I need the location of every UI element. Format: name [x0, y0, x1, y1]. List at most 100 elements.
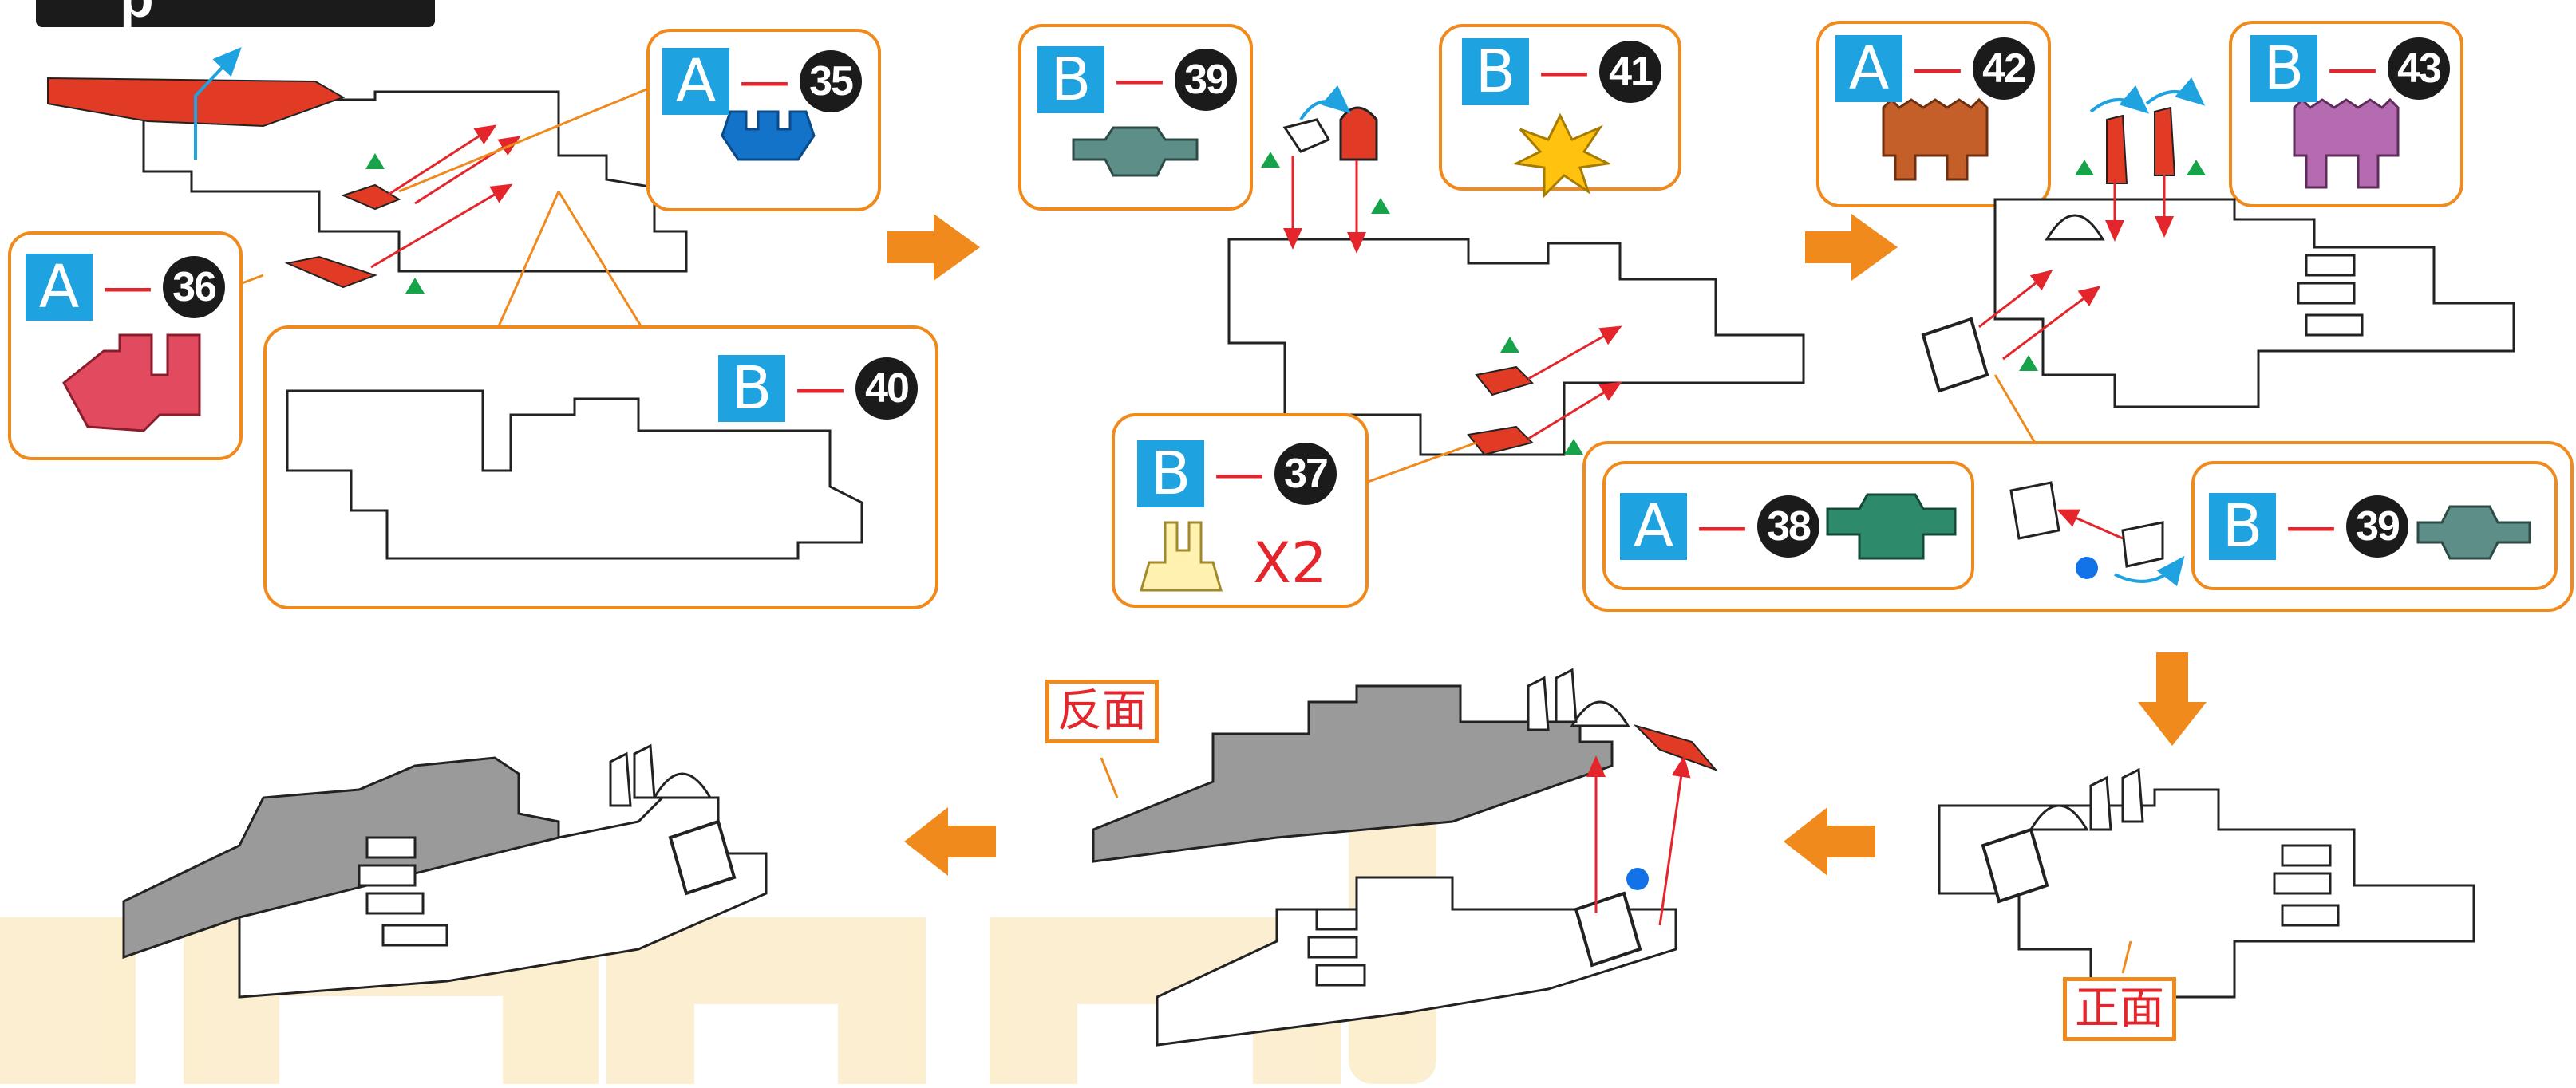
radar-mount [1981, 827, 2049, 904]
masts-icon [609, 743, 656, 807]
part-43-icon [2293, 97, 2400, 189]
rotate-arrow [2089, 85, 2150, 114]
guide-arrow [2002, 286, 2101, 361]
step-arrow-left [1784, 807, 1875, 876]
ship-hull-outline [1938, 788, 2475, 999]
dash: — [739, 52, 790, 111]
part-43-placed [2154, 106, 2176, 176]
step-arrow-right [887, 214, 980, 281]
callout-label-41: B — 41 [1462, 38, 1661, 105]
callout-label-42: A — 42 [1835, 35, 2035, 102]
number-badge: 39 [2346, 495, 2408, 558]
masts-icon [2089, 767, 2144, 831]
number-badge: 38 [1757, 495, 1819, 558]
panel-6 [122, 743, 768, 999]
part-39-placed [1282, 118, 1331, 153]
part-35-blue-icon [721, 110, 816, 161]
dot-marker [2076, 557, 2098, 579]
callout-label-35: A — 35 [662, 48, 862, 115]
dash: — [795, 359, 846, 418]
rotate-arrow [2145, 77, 2206, 106]
part-41-star-icon [1512, 112, 1612, 199]
ship-hull-outline [1993, 198, 2515, 408]
letter-badge: A [1835, 35, 1902, 102]
guide-arrow [1527, 325, 1622, 380]
leader-line [2121, 940, 2132, 974]
part-36-placed [284, 255, 378, 289]
number-badge: 40 [855, 357, 918, 420]
masts-icon [1527, 668, 1578, 731]
dash: — [2286, 497, 2337, 556]
dash: — [1114, 50, 1165, 109]
panel-5 [1092, 668, 1719, 1047]
part-42-icon [1882, 97, 1989, 181]
callout-label-39-b: B — 39 [2209, 493, 2408, 560]
part-37-placed [1467, 425, 1534, 456]
guide-arrow [1527, 381, 1622, 440]
stacked-blocks [1307, 908, 1366, 987]
letter-badge: A [26, 254, 93, 321]
dot-marker [1626, 868, 1649, 890]
triangle-marker [2075, 160, 2094, 175]
callout-label-38: A — 38 [1620, 493, 1819, 560]
radar-mount [1921, 317, 1989, 393]
guide-arrow [370, 183, 513, 269]
triangle-marker [1500, 337, 1519, 353]
triangle-marker [365, 153, 385, 169]
guide-arrow [1658, 755, 1691, 926]
number-badge: 39 [1175, 49, 1237, 111]
callout-label-40: B — 40 [718, 355, 918, 422]
part-36-red-icon [62, 333, 201, 432]
panel-4 [1938, 767, 2475, 999]
letter-badge: A [662, 48, 729, 115]
leader-line [557, 191, 648, 336]
dome-icon [2029, 804, 2089, 831]
triangle-marker [2187, 160, 2206, 175]
letter-badge: B [2250, 35, 2317, 102]
triangle-marker [2019, 355, 2038, 371]
part-40-outline [286, 389, 863, 560]
step-arrow-left [904, 807, 996, 876]
step-arrow-right [1805, 214, 1898, 281]
stacked-blocks [358, 836, 448, 947]
callout-label-39-a: B — 39 [1037, 46, 1237, 113]
radar-base [2121, 521, 2164, 568]
number-badge: 41 [1599, 41, 1661, 103]
front-side-label: 正面 [2063, 977, 2176, 1041]
radar-mount [668, 819, 737, 896]
dash: — [2327, 39, 2378, 98]
dome-icon [2045, 214, 2105, 241]
red-fin-part [1633, 723, 1719, 772]
rotate-arrow [1299, 85, 1352, 121]
dash: — [1539, 42, 1590, 101]
blue-lift-arrow [194, 47, 242, 160]
part-37-icon [1140, 521, 1223, 592]
letter-badge: B [1037, 46, 1104, 113]
guide-arrow [1978, 270, 2053, 329]
triangle-marker [405, 278, 425, 294]
guide-arrow [386, 124, 497, 197]
part-39-icon [1072, 126, 1199, 177]
leader-line [1993, 374, 2037, 443]
ship-back-side-grey [1092, 684, 1614, 863]
back-side-label: 反面 [1045, 680, 1159, 743]
triangle-marker [1261, 152, 1280, 168]
step-header-bar [36, 0, 435, 27]
leader-line [493, 191, 560, 336]
letter-badge: A [1620, 493, 1687, 560]
radar-assembly [2009, 481, 2060, 540]
number-badge: 36 [163, 256, 225, 318]
letter-badge: B [1137, 440, 1204, 507]
part-35-placed [341, 183, 401, 211]
stacked-blocks [2273, 844, 2340, 927]
ship-hull-outline [142, 90, 688, 273]
number-badge: 43 [2388, 37, 2450, 100]
part-38-icon [1826, 493, 1957, 560]
dash: — [1697, 497, 1748, 556]
part-42-placed [2106, 114, 2128, 184]
letter-badge: B [2209, 493, 2276, 560]
radar-mount [1574, 891, 1642, 968]
rotate-arrow [2114, 555, 2185, 587]
number-badge: 35 [800, 50, 862, 112]
